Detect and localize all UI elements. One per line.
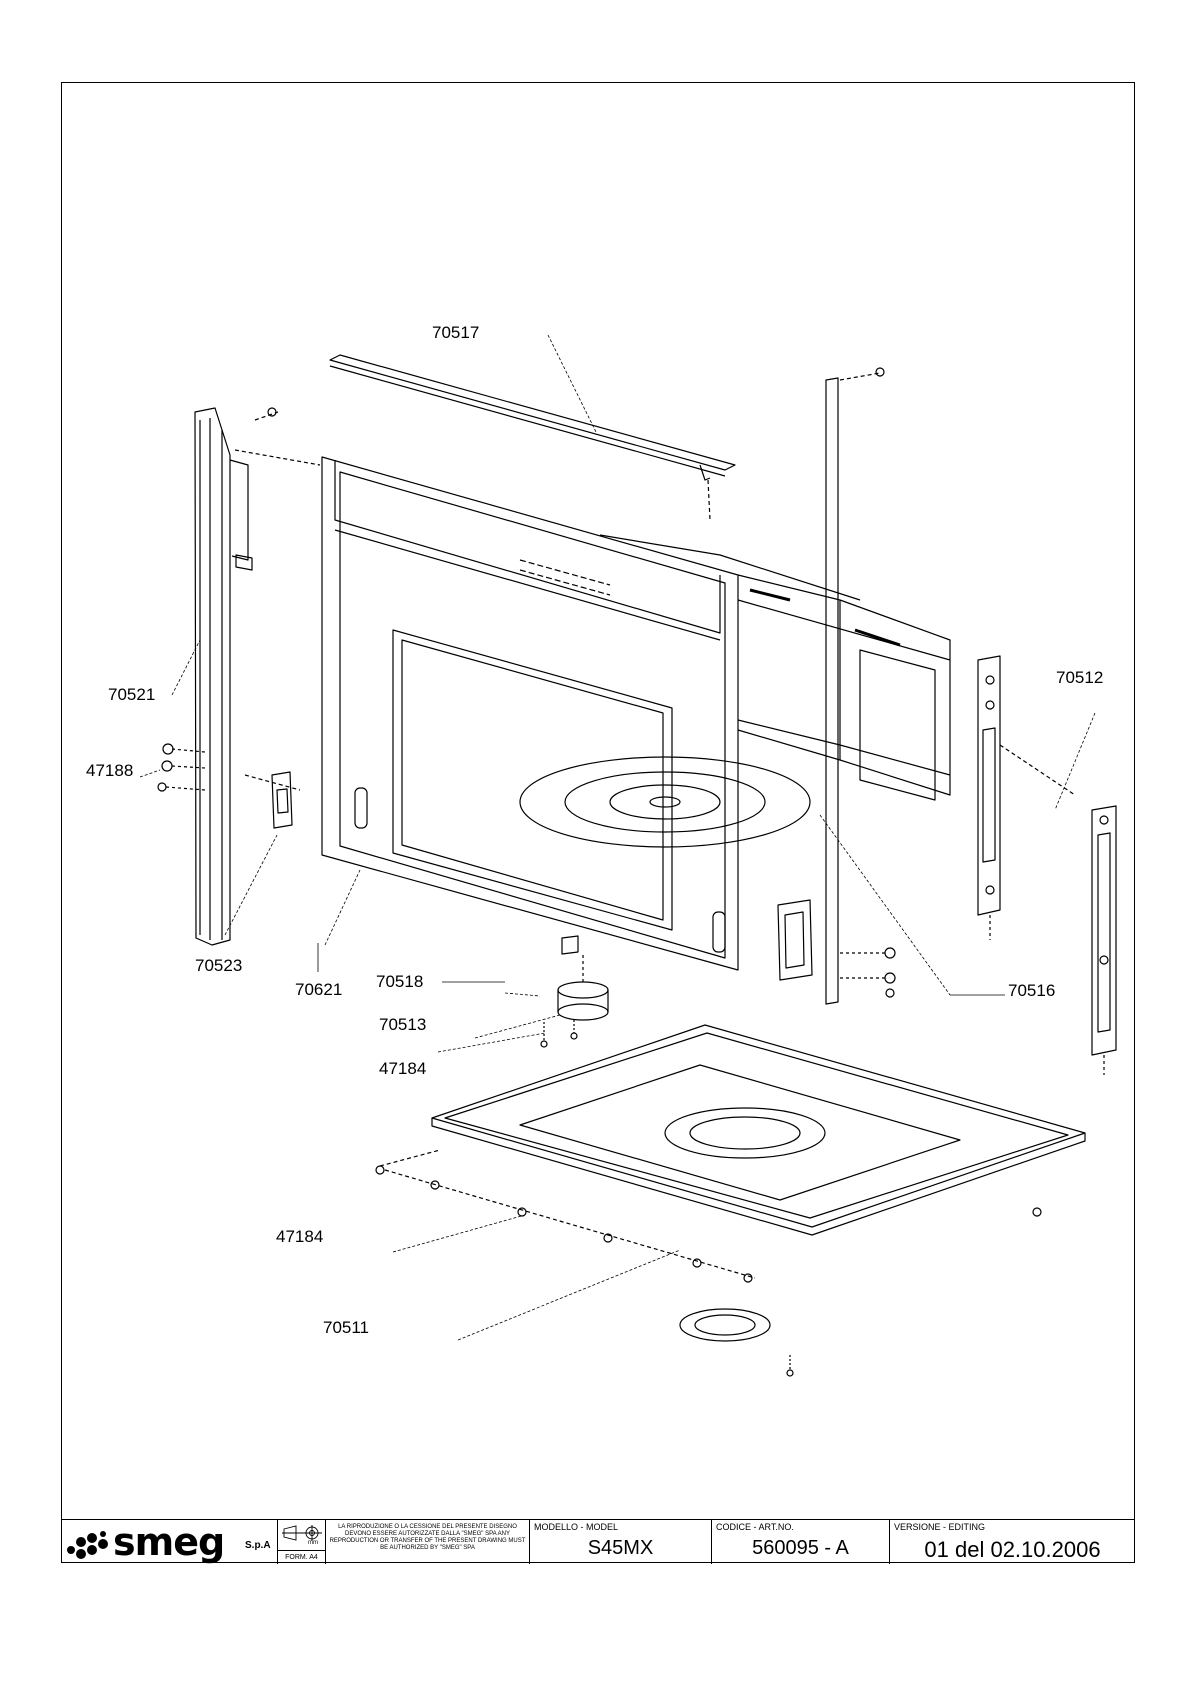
part-label-47184-lower: 47184	[276, 1227, 324, 1246]
reproduction-notice: LA RIPRODUZIONE O LA CESSIONE DEL PRESEN…	[329, 1524, 526, 1551]
model-header: MODELLO - MODEL	[534, 1522, 619, 1532]
part-label-70516: 70516	[1008, 981, 1056, 1000]
notice-cell: LA RIPRODUZIONE O LA CESSIONE DEL PRESEN…	[325, 1520, 529, 1564]
format-label: FORM. A4	[278, 1550, 325, 1565]
brand-cell: smeg S.p.A	[61, 1520, 277, 1564]
version-value: 01 del 02.10.2006	[924, 1537, 1101, 1562]
brand-suffix: S.p.A	[245, 1540, 271, 1551]
part-label-47188: 47188	[86, 761, 134, 780]
part-label-70518: 70518	[376, 972, 424, 991]
version-header: VERSIONE - EDITING	[894, 1522, 986, 1532]
part-label-70513: 70513	[379, 1015, 427, 1034]
part-label-70512: 70512	[1056, 668, 1104, 687]
part-label-70521: 70521	[108, 685, 156, 704]
projection-cell: mm FORM. A4	[277, 1520, 325, 1564]
version-cell: VERSIONE - EDITING 01 del 02.10.2006	[889, 1520, 1135, 1564]
part-label-70523: 70523	[195, 956, 243, 975]
title-block: smeg S.p.A mm FORM. A4 LA RIPRODUZIONE O…	[61, 1519, 1135, 1564]
brand-dots-icon	[67, 1531, 108, 1559]
part-label-47184: 47184	[379, 1059, 427, 1078]
part-label-70621: 70621	[295, 980, 343, 999]
model-cell: MODELLO - MODEL S45MX	[529, 1520, 711, 1564]
part-label-70511: 70511	[323, 1318, 370, 1337]
code-cell: CODICE - ART.NO. 560095 - A	[711, 1520, 889, 1564]
model-value: S45MX	[587, 1537, 654, 1559]
unit-label: mm	[308, 1540, 318, 1546]
part-label-70517: 70517	[432, 323, 480, 342]
brand-name: smeg	[113, 1520, 225, 1564]
code-value: 560095 - A	[752, 1537, 849, 1559]
drawing-frame	[61, 82, 1135, 1563]
projection-symbol-icon	[282, 1525, 322, 1541]
code-header: CODICE - ART.NO.	[716, 1522, 794, 1532]
smeg-logo: smeg S.p.A	[67, 1520, 277, 1564]
